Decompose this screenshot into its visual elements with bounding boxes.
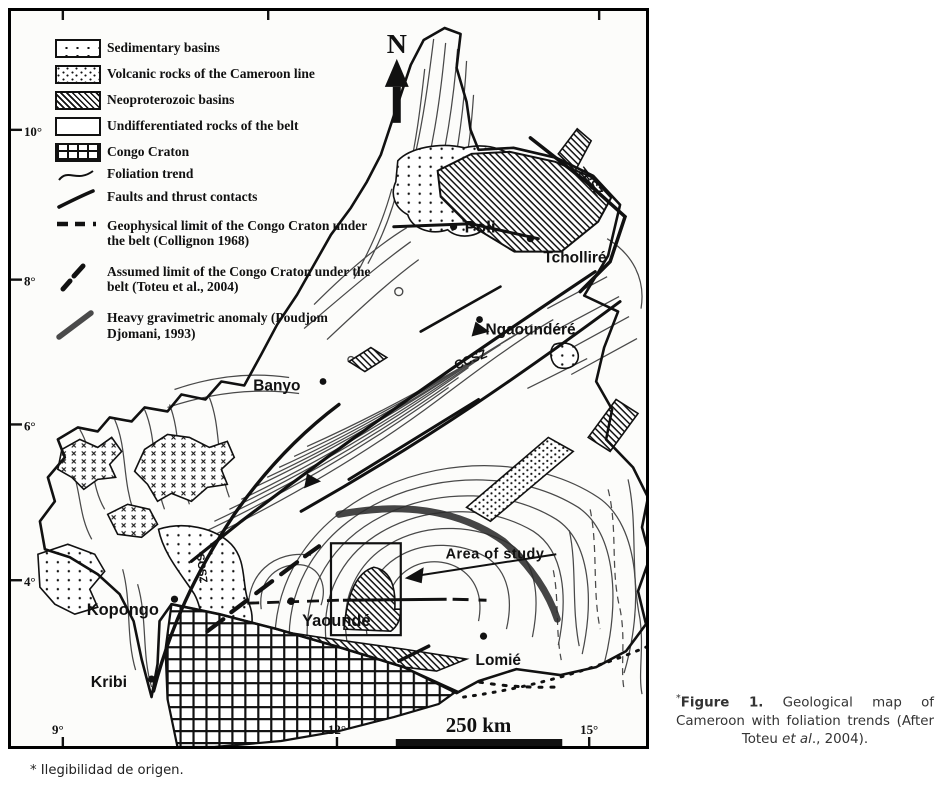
legend-item-sedimentary: Sedimentary basins	[55, 39, 373, 58]
legend-item-foliation: Foliation trend	[55, 165, 373, 185]
area-of-study-marker: Area of study	[329, 542, 557, 637]
map-figure-panel: Area of study Poli Tcholliré Ngaoundéré …	[8, 8, 649, 749]
caption-tail: ., 2004).	[811, 732, 869, 748]
volcanic-blob-west-a	[56, 436, 123, 491]
city-label-kopongo: Kopongo	[87, 601, 159, 619]
area-of-study-box	[329, 542, 402, 637]
graticule-ticks	[11, 11, 601, 746]
assumed-limit-swatch	[60, 263, 86, 292]
fault-line-swatch	[57, 189, 95, 209]
shear-zone-label-ccsz: CCSZ	[452, 347, 489, 373]
north-arrowhead	[384, 58, 409, 87]
geophysical-limit-swatch	[57, 221, 96, 227]
figure-caption: *Figure 1. Geological map of Cameroon wi…	[676, 692, 934, 750]
scale-bar-label: 250 km	[446, 713, 512, 737]
north-label: N	[387, 29, 407, 60]
area-of-study-arrowhead	[404, 567, 424, 584]
city-labels: Poli Tcholliré Ngaoundéré Banyo Yaoundé …	[87, 218, 607, 691]
legend-label: Volcanic rocks of the Cameroon line	[107, 66, 315, 81]
volcanic-blob-west-c	[106, 503, 159, 539]
neoproterozoic-swatch	[55, 91, 101, 110]
north-arrow: N	[384, 29, 409, 123]
hatched-band-central	[465, 436, 575, 523]
city-label-kribi: Kribi	[91, 674, 127, 691]
city-label-ngaoundere: Ngaoundéré	[486, 322, 576, 339]
scale-bar: 250 km	[395, 713, 563, 746]
legend-label: Undifferentiated rocks of the belt	[107, 118, 299, 133]
latitude-label-4: 4°	[24, 574, 36, 589]
legend-item-volcanic: Volcanic rocks of the Cameroon line	[55, 65, 373, 84]
shear-zone-label-scsz: SCSZ	[194, 553, 209, 584]
legend-label: Geophysical limit of the Congo Craton un…	[107, 218, 368, 249]
legend-item-faults: Faults and thrust contacts	[55, 188, 373, 210]
legend-item-geophysical-limit: Geophysical limit of the Congo Craton un…	[55, 217, 373, 248]
legend-item-gravimetric-anomaly: Heavy gravimetric anomaly (Poudjom Djoma…	[55, 309, 373, 341]
caption-body: Geological map of Cameroon with foliatio…	[676, 695, 935, 748]
city-label-tchollire: Tcholliré	[543, 250, 607, 267]
caption-italic: et al	[782, 732, 812, 748]
city-label-banyo: Banyo	[253, 377, 300, 394]
sedimentary-blob-coast	[37, 543, 106, 616]
latitude-label-10: 10°	[24, 124, 42, 139]
caption-figure-label: Figure 1.	[680, 695, 764, 711]
longitude-label-9: 9°	[52, 722, 64, 737]
legend-item-neoproterozoic: Neoproterozoic basins	[55, 91, 373, 110]
map-legend: Sedimentary basins Volcanic rocks of the…	[55, 39, 373, 348]
gravimetric-anomaly-swatch	[56, 310, 94, 341]
longitude-label-15: 15°	[580, 722, 598, 737]
geological-map-drawing: Area of study Poli Tcholliré Ngaoundéré …	[11, 11, 646, 746]
latitude-label-8: 8°	[24, 274, 36, 289]
north-arrow-shaft	[392, 86, 401, 123]
city-label-lomie: Lomié	[476, 652, 522, 669]
volcanic-blob-west-b	[133, 433, 236, 503]
graticule-labels: 10° 8° 6° 4° 9° 12° 15°	[24, 124, 598, 737]
legend-item-assumed-limit: Assumed limit of the Congo Craton under …	[55, 263, 373, 294]
legend-label: Faults and thrust contacts	[107, 189, 258, 204]
legend-label: Assumed limit of the Congo Craton under …	[107, 264, 371, 295]
legend-label: Sedimentary basins	[107, 40, 220, 55]
legend-item-congo-craton: Congo Craton	[55, 143, 373, 162]
legend-label: Foliation trend	[107, 166, 194, 181]
city-label-poli: Poli	[465, 218, 496, 237]
caption-asterisk: *	[676, 693, 681, 704]
legend-label: Congo Craton	[107, 144, 190, 159]
city-markers	[147, 223, 534, 683]
scale-bar-line	[395, 739, 563, 746]
legend-label: Neoproterozoic basins	[107, 92, 235, 107]
city-label-yaounde: Yaoundé	[302, 612, 371, 630]
sedimentary-swatch	[55, 39, 101, 58]
area-of-study-label: Area of study	[446, 546, 545, 562]
foliation-trend-swatch	[58, 170, 94, 181]
legend-label: Heavy gravimetric anomaly (Poudjom Djoma…	[107, 310, 328, 341]
volcanic-swatch	[55, 65, 101, 84]
footnote: * Ilegibilidad de origen.	[30, 763, 184, 778]
belt-outline	[38, 26, 646, 699]
faults-and-thrusts	[151, 136, 628, 693]
dotted-blob-right	[550, 342, 580, 370]
hatched-band-east	[587, 398, 640, 453]
congo-craton-swatch	[55, 143, 101, 162]
legend-item-undifferentiated: Undifferentiated rocks of the belt	[55, 117, 373, 136]
hatched-patch-small	[347, 346, 389, 373]
area-of-study-arrow	[413, 553, 557, 578]
undifferentiated-swatch	[55, 117, 101, 136]
assumed-limit-dashes	[205, 544, 322, 634]
latitude-label-6: 6°	[24, 418, 36, 433]
heavy-gravimetric-anomaly-arc	[335, 505, 561, 623]
longitude-label-12: 12°	[328, 722, 346, 737]
